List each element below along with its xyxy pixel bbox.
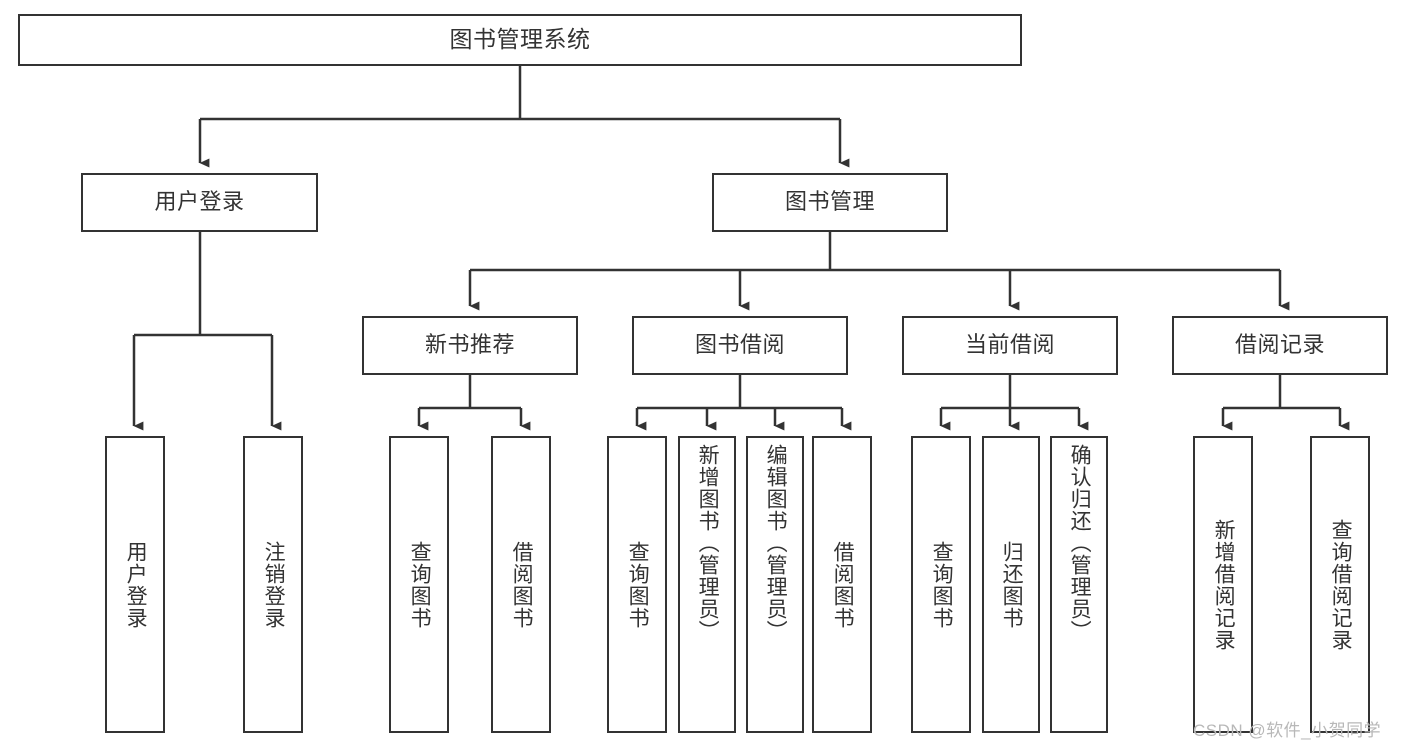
- edges-new-book-to-leaves: [417, 375, 531, 431]
- leaf-label: 用户登录: [124, 540, 148, 629]
- leaf-label: 借阅图书: [831, 540, 855, 629]
- node-label: 图书借阅: [694, 332, 785, 358]
- leaf-return-book[interactable]: 归还图书: [982, 436, 1040, 733]
- node-current-borrow[interactable]: 当前借阅: [902, 316, 1118, 375]
- node-label: 当前借阅: [964, 332, 1055, 358]
- leaf-borrow-query-book[interactable]: 查询图书: [607, 436, 667, 733]
- leaf-label: 注销登录: [262, 540, 286, 629]
- leaf-borrow-book[interactable]: 借阅图书: [812, 436, 872, 733]
- leaf-user-login[interactable]: 用户登录: [105, 436, 165, 733]
- leaf-recommend-query-book[interactable]: 查询图书: [389, 436, 449, 733]
- node-label: 新书推荐: [424, 332, 515, 358]
- node-root-book-management-system[interactable]: 图书管理系统: [18, 14, 1022, 66]
- edges-book-borrow-to-leaves: [635, 375, 852, 431]
- leaf-edit-book-admin[interactable]: 编辑图书（管理员）: [746, 436, 804, 733]
- leaf-label: 查询借阅记录: [1329, 518, 1353, 651]
- node-label: 借阅记录: [1234, 332, 1325, 358]
- leaf-current-query-book[interactable]: 查询图书: [911, 436, 971, 733]
- edges-user-login-to-leaves: [132, 232, 282, 431]
- leaf-label: 借阅图书: [510, 540, 534, 629]
- leaf-label: 查询图书: [408, 540, 432, 629]
- node-user-login[interactable]: 用户登录: [81, 173, 318, 232]
- leaf-confirm-return-admin[interactable]: 确认归还（管理员）: [1050, 436, 1108, 733]
- leaf-label: 归还图书: [1000, 540, 1024, 629]
- edges-book-mgmt-to-level3: [468, 232, 1290, 311]
- leaf-query-borrow-record[interactable]: 查询借阅记录: [1310, 436, 1370, 733]
- leaf-logout[interactable]: 注销登录: [243, 436, 303, 733]
- node-label: 用户登录: [154, 189, 245, 215]
- node-borrow-record[interactable]: 借阅记录: [1172, 316, 1388, 375]
- leaf-label: 查询图书: [930, 540, 954, 629]
- leaf-add-book-admin[interactable]: 新增图书（管理员）: [678, 436, 736, 733]
- leaf-recommend-borrow-book[interactable]: 借阅图书: [491, 436, 551, 733]
- edges-borrow-record-to-leaves: [1221, 375, 1350, 431]
- leaf-label: 查询图书: [626, 540, 650, 629]
- node-book-management[interactable]: 图书管理: [712, 173, 948, 232]
- leaf-label: 编辑图书（管理员）: [764, 444, 788, 642]
- leaf-label: 确认归还（管理员）: [1068, 444, 1092, 642]
- node-label: 图书管理系统: [449, 26, 591, 53]
- leaf-add-borrow-record[interactable]: 新增借阅记录: [1193, 436, 1253, 733]
- node-book-borrow[interactable]: 图书借阅: [632, 316, 848, 375]
- node-label: 图书管理: [784, 189, 875, 215]
- leaf-label: 新增图书（管理员）: [696, 444, 720, 642]
- edges-root-to-level2: [198, 66, 850, 168]
- node-new-book-recommend[interactable]: 新书推荐: [362, 316, 578, 375]
- edges-current-borrow-to-leaves: [939, 375, 1089, 431]
- leaf-label: 新增借阅记录: [1212, 518, 1236, 651]
